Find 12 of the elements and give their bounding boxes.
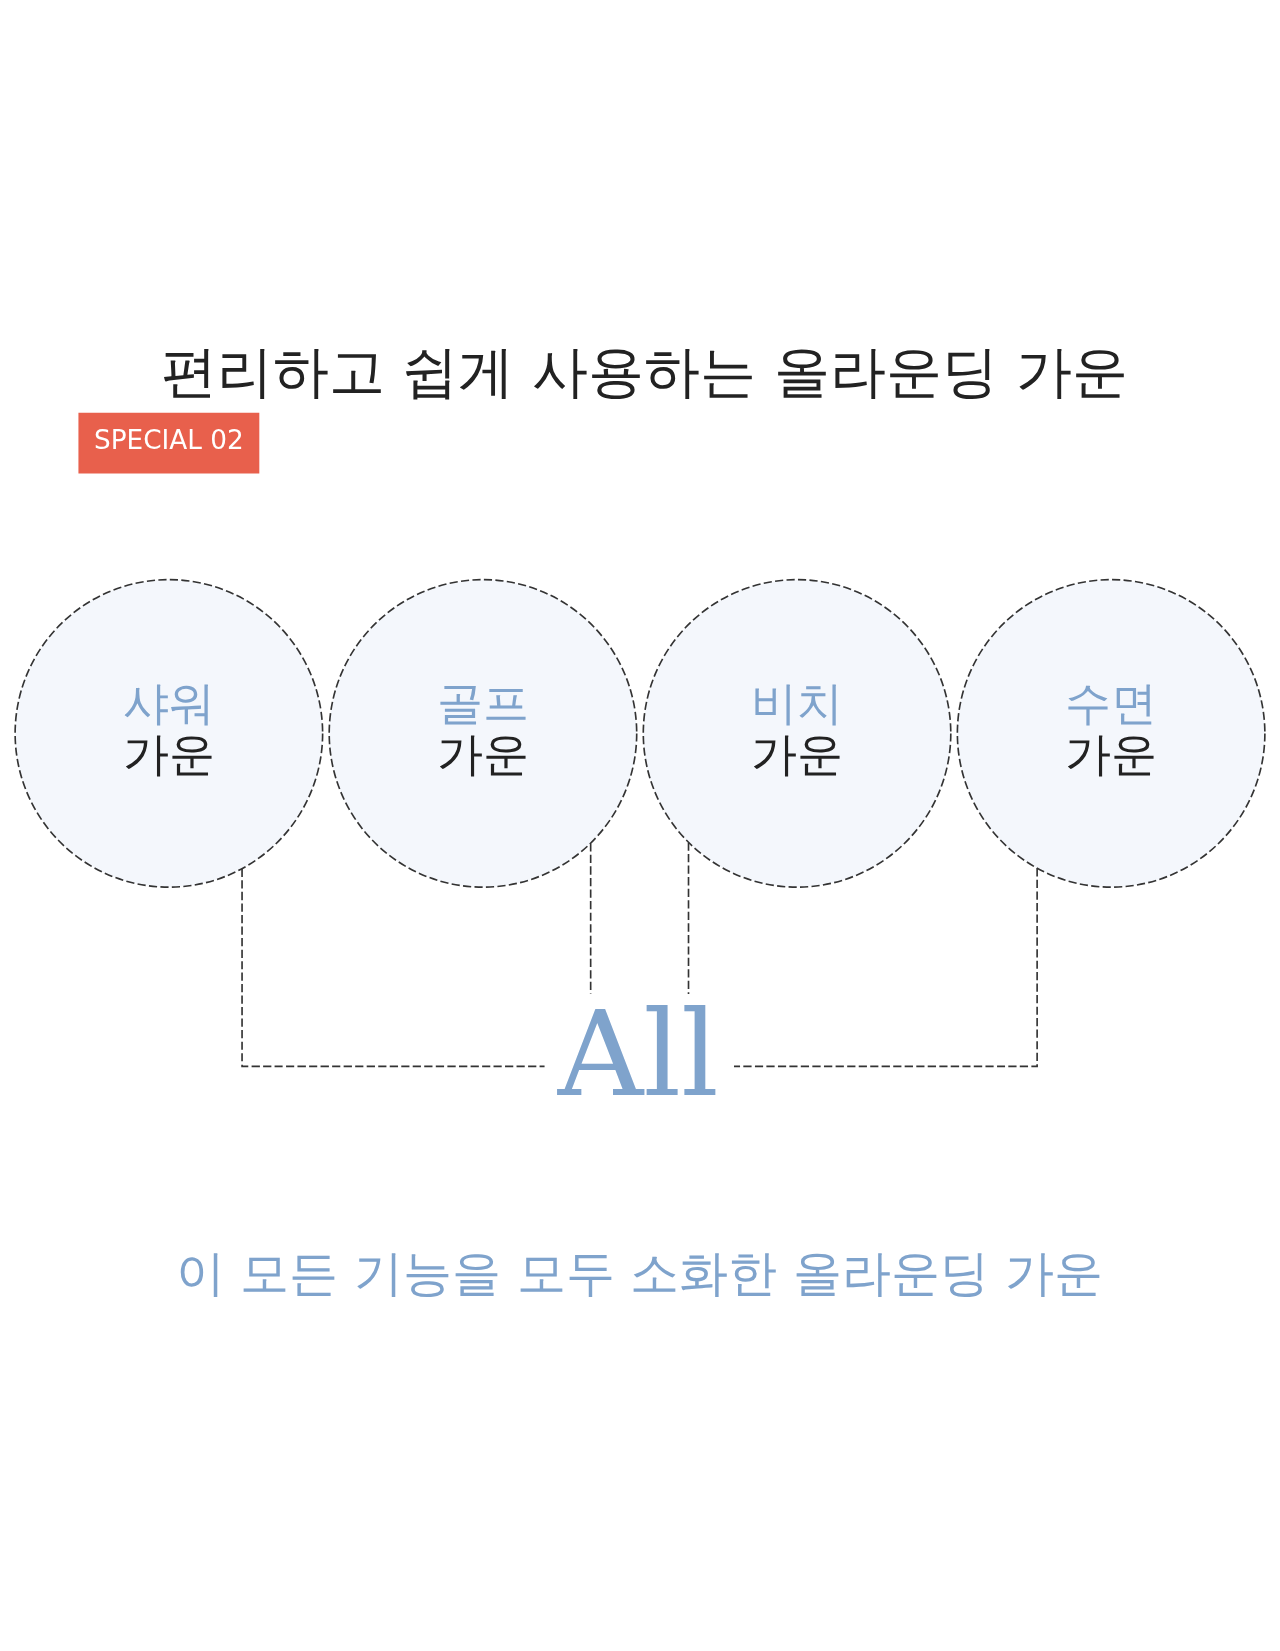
node-text: All [557, 985, 719, 1124]
node-circle: 비치 가운 [642, 578, 952, 888]
connector [241, 868, 546, 1068]
connector [589, 842, 592, 995]
label: 이 모든 기능을 모두 소화한 올라운딩 가운 [175, 1244, 1103, 1303]
connector [733, 867, 1038, 1068]
diagram-title: 편리하고 쉽게 사용하는 올라운딩 가운 [160, 338, 1128, 404]
node-circle: 샤워 가운 [14, 578, 324, 888]
label: SPECIAL 02 [94, 425, 244, 456]
node-circle: 골프 가운 [328, 578, 638, 888]
connector [687, 841, 690, 995]
node-circle: 수면 가운 [956, 578, 1266, 888]
